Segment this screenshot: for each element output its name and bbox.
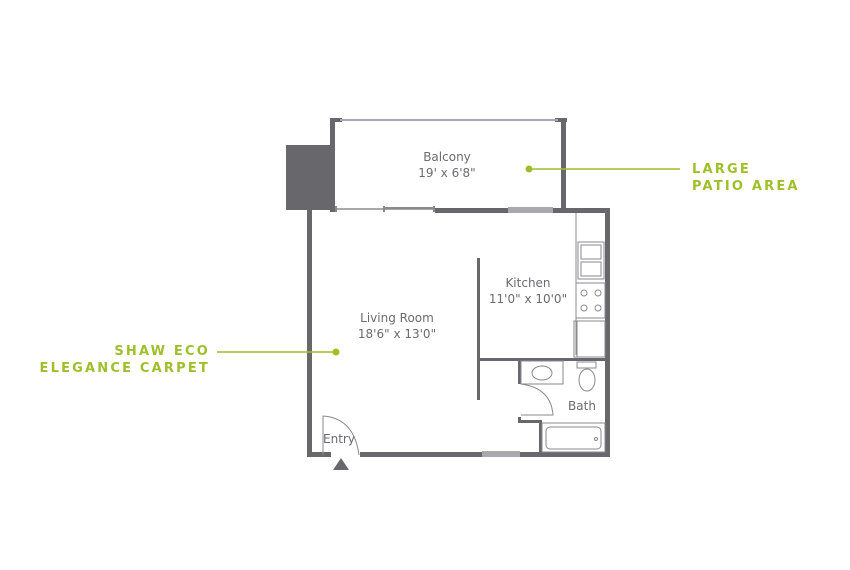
kitchen-partition bbox=[477, 258, 480, 400]
bathtub-icon bbox=[545, 426, 602, 450]
bathtub-outer bbox=[541, 422, 606, 453]
left-wall bbox=[307, 208, 312, 457]
balcony-area bbox=[286, 118, 567, 212]
door-swing-icon bbox=[322, 415, 360, 456]
toilet-icon bbox=[578, 368, 596, 392]
apartment-walls bbox=[307, 206, 610, 457]
patio-callout-line bbox=[525, 165, 680, 173]
entry-arrow-icon bbox=[333, 458, 349, 470]
carpet-callout-line1: SHAW ECO bbox=[114, 344, 210, 359]
patio-callout-line1: LARGE bbox=[692, 162, 751, 177]
patio-callout: LARGE PATIO AREA bbox=[692, 161, 800, 195]
kitchen-fixtures bbox=[573, 213, 606, 358]
bottom-window bbox=[482, 451, 520, 457]
living-room-dimensions: 18'6" x 13'0" bbox=[358, 327, 436, 341]
refrigerator-icon bbox=[573, 320, 606, 358]
balcony-railing bbox=[340, 119, 558, 121]
balcony-label: Balcony bbox=[423, 150, 471, 164]
carpet-callout-line2: ELEGANCE CARPET bbox=[39, 361, 210, 376]
kitchen-bath-wall bbox=[477, 358, 610, 361]
entry-label: Entry bbox=[323, 432, 355, 446]
bath-fixtures bbox=[520, 360, 606, 453]
sink-basin-icon bbox=[531, 365, 553, 381]
carpet-callout: SHAW ECO ELEGANCE CARPET bbox=[40, 343, 211, 377]
patio-marker-icon bbox=[525, 165, 533, 173]
entry-door bbox=[322, 415, 360, 470]
kitchen-label: Kitchen bbox=[505, 276, 550, 290]
carpet-callout-line bbox=[217, 348, 340, 356]
balcony-right-wall bbox=[561, 118, 566, 212]
balcony-left-wall bbox=[330, 118, 335, 212]
stove-icon bbox=[575, 282, 606, 319]
sink-icon bbox=[577, 241, 605, 280]
patio-callout-line2: PATIO AREA bbox=[692, 179, 800, 194]
carpet-marker-icon bbox=[332, 348, 340, 356]
top-window bbox=[508, 207, 553, 213]
vanity-icon bbox=[520, 360, 564, 385]
toilet-tank-icon bbox=[576, 361, 597, 369]
balcony-dimensions: 19' x 6'8" bbox=[418, 166, 475, 180]
kitchen-dimensions: 11'0" x 10'0" bbox=[489, 292, 567, 306]
right-wall bbox=[605, 208, 610, 457]
storage-block bbox=[286, 145, 333, 210]
living-room-label: Living Room bbox=[360, 311, 434, 325]
bath-label: Bath bbox=[568, 399, 596, 413]
bath-door-swing bbox=[520, 383, 554, 416]
